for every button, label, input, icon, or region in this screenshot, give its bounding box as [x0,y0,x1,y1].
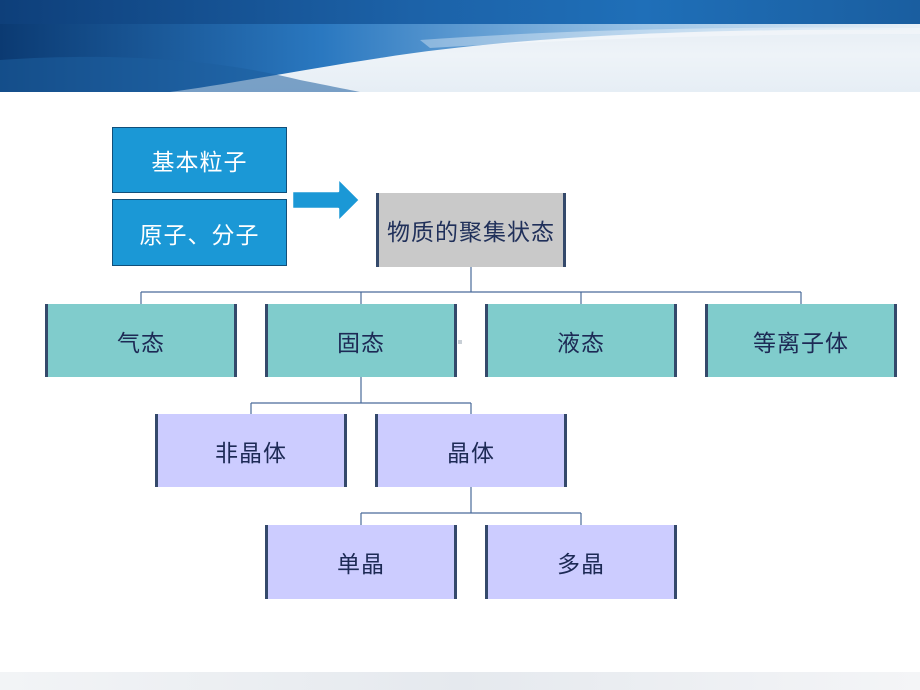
header-banner-wave [0,24,920,92]
node-liquid: 液态 [485,304,677,377]
node-plasma: 等离子体 [705,304,897,377]
header-banner-stripe [0,0,920,24]
node-amorphous: 非晶体 [155,414,347,487]
node-basic-particles: 基本粒子 [112,127,287,193]
right-arrow-icon [290,176,362,224]
node-crystal: 晶体 [375,414,567,487]
node-single-crystal: 单晶 [265,525,457,599]
header-banner [0,0,920,92]
stray-dot [458,340,462,344]
node-polycrystal: 多晶 [485,525,677,599]
footer-strip [0,672,920,690]
node-aggregate-states: 物质的聚集状态 [376,193,566,267]
node-solid: 固态 [265,304,457,377]
node-gas: 气态 [45,304,237,377]
node-atoms-molecules: 原子、分子 [112,199,287,266]
